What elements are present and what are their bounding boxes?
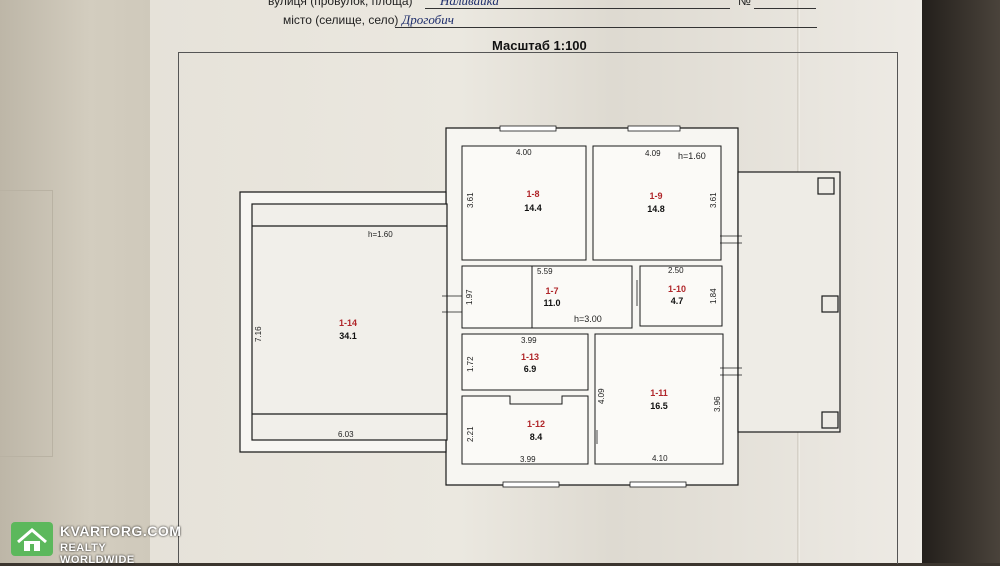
number-label: № (738, 0, 751, 8)
dim-3-61-right: 3.61 (709, 192, 718, 208)
room-1-14-id: 1-14 (339, 318, 357, 328)
street-value: Наливайка (440, 0, 499, 8)
height-label-room-1-9: h=1.60 (678, 151, 706, 161)
dim-4-00: 4.00 (516, 148, 532, 157)
scale-label: Масштаб 1:100 (492, 38, 587, 53)
interior-rooms (461, 145, 724, 465)
dim-1-72: 1.72 (466, 356, 475, 372)
dim-1-84: 1.84 (709, 288, 718, 304)
dim-6-03: 6.03 (338, 430, 354, 439)
dim-1-97: 1.97 (465, 289, 474, 305)
room-1-10-area: 4.7 (671, 296, 684, 306)
room-1-10-id: 1-10 (668, 284, 686, 294)
number-underline (754, 8, 816, 9)
faded-table-outline (0, 190, 53, 457)
room-1-11-area: 16.5 (650, 401, 668, 411)
room-1-7-id: 1-7 (545, 286, 558, 296)
dim-4-09: 4.09 (645, 149, 661, 158)
room-1-12-area: 8.4 (530, 432, 543, 442)
watermark-line1: KVARTORG.COM (60, 523, 182, 539)
dim-2-50: 2.50 (668, 266, 684, 275)
room-1-7-area: 11.0 (543, 298, 560, 308)
watermark-line2: REALTY WORLDWIDE (60, 542, 135, 566)
door-marks (442, 235, 742, 444)
dim-4-10: 4.10 (652, 454, 668, 463)
room-1-11-id: 1-11 (650, 388, 668, 398)
height-label-room-1-7: h=3.00 (574, 314, 602, 324)
left-page (0, 0, 150, 563)
street-underline (425, 8, 730, 9)
dim-3-99-upper: 3.99 (521, 336, 537, 345)
room-1-14-area: 34.1 (339, 331, 357, 341)
room-1-13-area: 6.9 (524, 364, 537, 374)
dim-3-96: 3.96 (713, 396, 722, 412)
watermark-logo: KVARTORG.COM REALTY WORLDWIDE (10, 520, 182, 566)
height-label-room-1-14: h=1.60 (368, 230, 393, 239)
room-1-8-id: 1-8 (526, 189, 539, 199)
dim-2-21: 2.21 (466, 426, 475, 442)
windows (499, 125, 687, 488)
room-1-12-id: 1-12 (527, 419, 545, 429)
room-1-13-id: 1-13 (521, 352, 539, 362)
dim-5-59: 5.59 (537, 267, 553, 276)
dim-3-99-lower: 3.99 (520, 455, 536, 464)
room-1-9-area: 14.8 (647, 204, 665, 214)
background-edge (922, 0, 1000, 563)
dim-7-16: 7.16 (254, 326, 263, 342)
dim-4-09-vertical: 4.09 (597, 388, 606, 404)
drawing-frame (178, 52, 898, 564)
house-logo-icon (11, 522, 53, 556)
city-value: Дрогобич (402, 12, 454, 27)
street-label: вулиця (провулок, площа) (268, 0, 413, 8)
city-label: місто (селище, село) (283, 13, 399, 27)
room-1-9-id: 1-9 (649, 191, 662, 201)
dim-3-61-left: 3.61 (466, 192, 475, 208)
room-1-8-area: 14.4 (524, 203, 542, 213)
city-underline (395, 27, 817, 28)
